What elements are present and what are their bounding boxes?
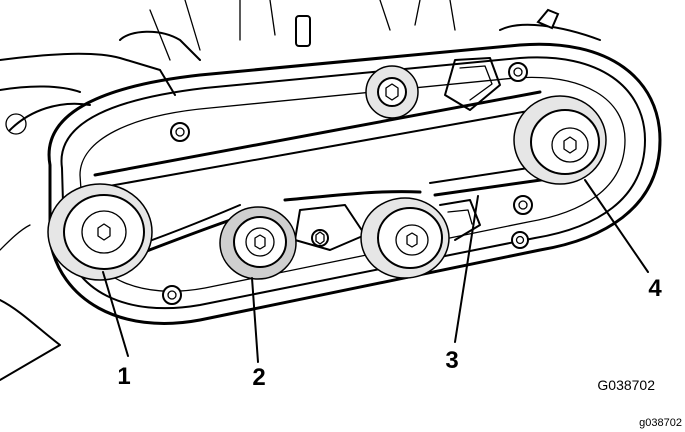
tension-bracket — [444, 57, 501, 111]
callout-3: 3 — [445, 347, 458, 374]
callout-2: 2 — [252, 364, 265, 391]
pulley-1 — [47, 183, 153, 281]
pulley-4 — [513, 95, 607, 185]
leader-line-3 — [454, 195, 479, 343]
leader-line-2 — [251, 277, 259, 363]
leader-line-4 — [584, 179, 649, 273]
figure-code: G038702 — [597, 377, 655, 393]
housing-bolts — [162, 62, 533, 305]
pulley-2 — [219, 206, 297, 280]
belt-housing — [47, 42, 662, 325]
leader-line-1 — [102, 271, 129, 357]
leader-lines — [102, 179, 649, 363]
callout-1: 1 — [117, 363, 130, 390]
figure-code-small: g038702 — [639, 417, 682, 429]
callout-4: 4 — [648, 275, 662, 302]
drive-belt — [93, 90, 557, 267]
upper-spindle — [365, 65, 419, 119]
machine-frame-background — [0, 0, 601, 381]
pulley-center — [360, 197, 450, 279]
